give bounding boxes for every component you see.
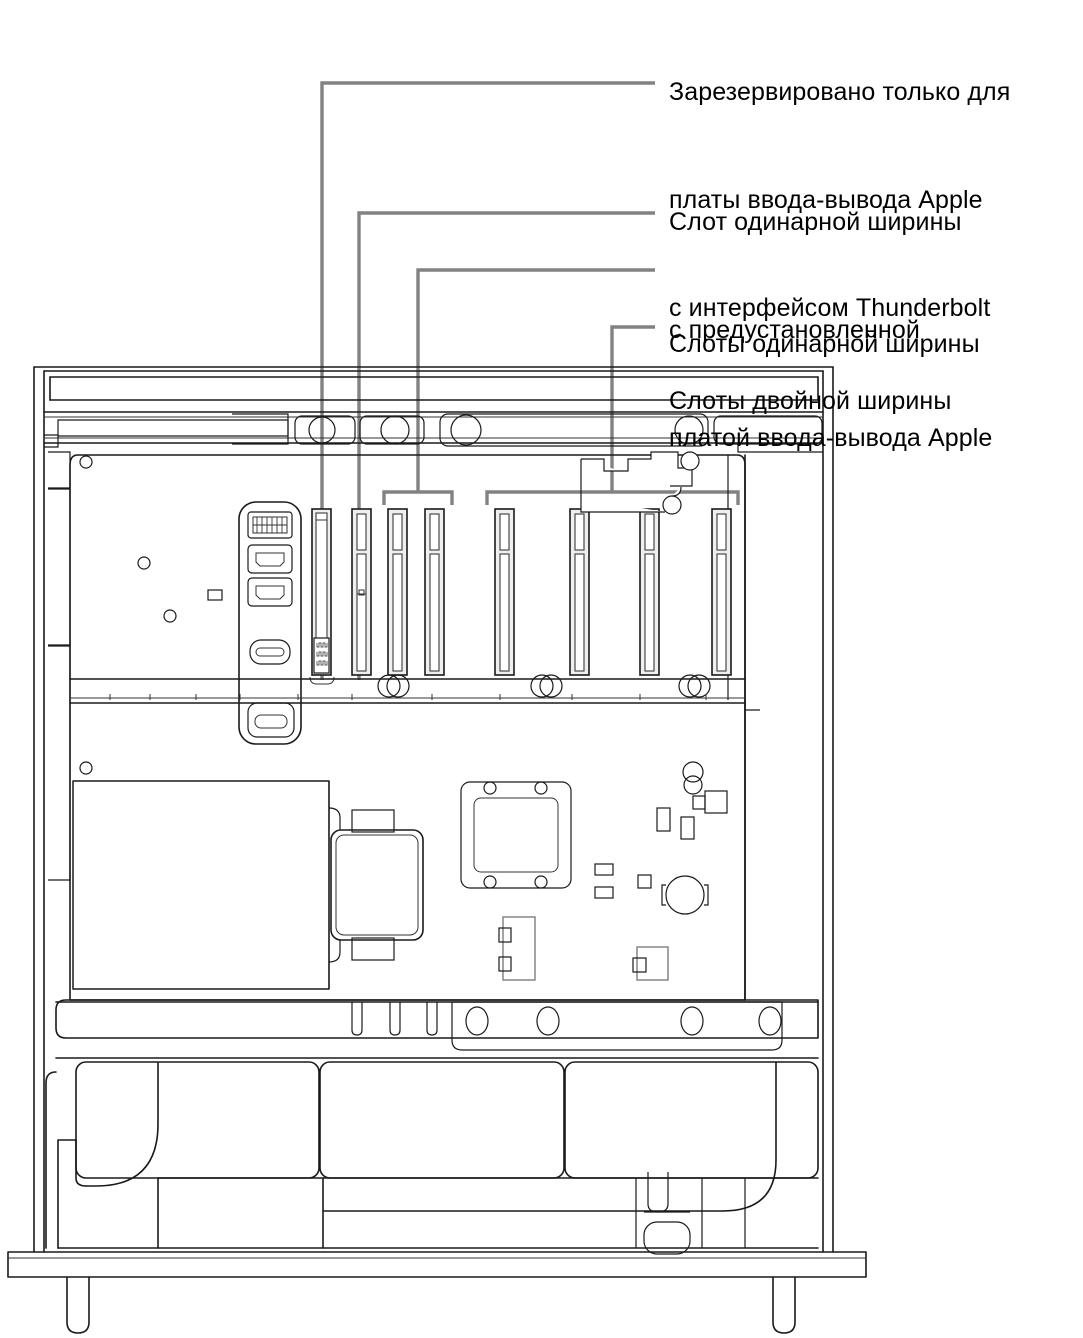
hdmi-port-1 — [247, 544, 293, 574]
callout-label-single-width: Слоты одинарной ширины — [669, 254, 980, 434]
card-retention-bracket — [580, 451, 700, 515]
lower-bracket-bar — [55, 999, 819, 1059]
coin-cell-battery — [661, 875, 709, 915]
power-port — [247, 702, 295, 738]
callout-line: Слот одинарной ширины — [669, 208, 962, 236]
callout-line: с предустановленной — [669, 316, 920, 344]
pcie-slot-7 — [639, 508, 660, 676]
ethernet-port — [247, 511, 293, 539]
callout-line: Зарезервировано только для — [669, 78, 1011, 106]
callout-label-double-width: Слоты двойной ширины — [669, 311, 951, 491]
leader-line-single-width — [416, 268, 655, 492]
fan-module-1 — [75, 1061, 320, 1179]
callout-label-preinstalled-io: Слот одинарной ширины с предустановленно… — [669, 132, 992, 528]
chassis-outline — [7, 366, 867, 1334]
power-supply-unit — [72, 780, 424, 990]
hdmi-port-2 — [247, 577, 293, 607]
callout-label-thunderbolt-io: Зарезервировано только для платы ввода-в… — [669, 2, 1010, 398]
fan-module-3 — [564, 1061, 819, 1179]
slot-backplane-rail — [69, 674, 760, 711]
callout-line: Слоты одинарной ширины — [669, 330, 980, 358]
pcie-slot-6 — [569, 508, 590, 676]
fan-module-2 — [319, 1061, 565, 1179]
pcie-slots — [309, 508, 732, 685]
leader-line-thunderbolt-io — [320, 81, 655, 680]
callout-line: платы ввода-вывода Apple — [669, 186, 983, 214]
chassis-foot-right — [772, 1276, 796, 1334]
board-components — [498, 761, 728, 981]
usb-c-port — [249, 639, 291, 665]
fan-modules — [75, 1061, 819, 1179]
pcie-slot-3 — [387, 508, 408, 676]
pcie-slot-8 — [711, 508, 732, 676]
cpu-socket — [460, 781, 572, 889]
callout-line: платой ввода-вывода Apple — [669, 424, 993, 452]
leader-line-double-width — [610, 325, 655, 492]
pcie-slot-2 — [351, 508, 372, 676]
io-port-panel — [238, 501, 302, 745]
callout-line: Слоты двойной ширины — [669, 387, 952, 415]
pcie-slot-1 — [309, 508, 335, 685]
top-rail — [43, 411, 824, 453]
pcie-slot-4 — [424, 508, 445, 676]
pcie-slot-5 — [494, 508, 515, 676]
bracket-slots-3-4 — [382, 490, 454, 505]
lower-interior — [45, 1061, 819, 1255]
callout-line: с интерфейсом Thunderbolt — [669, 294, 991, 322]
chassis-foot-left — [66, 1276, 90, 1334]
